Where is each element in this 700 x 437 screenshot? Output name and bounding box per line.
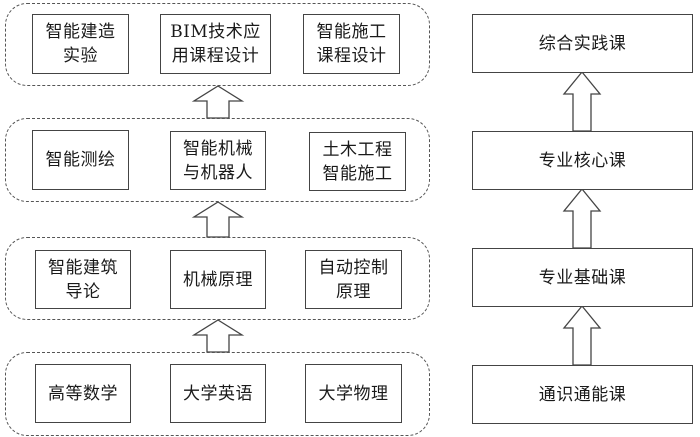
course-box: 智能施工 课程设计	[303, 14, 400, 74]
arrow-up-icon	[191, 85, 245, 119]
course-box: 土木工程 智能施工	[309, 132, 406, 191]
course-box: 智能测绘	[32, 130, 129, 190]
course-label: 智能机械 与机器人	[183, 138, 253, 183]
arrow-up-icon	[191, 319, 245, 353]
course-label: 机械原理	[183, 269, 253, 290]
stage-box-core: 专业核心课	[472, 131, 693, 190]
course-box: 智能建筑 导论	[35, 250, 131, 309]
stage-box-foundation: 专业基础课	[472, 248, 693, 307]
course-label: 智能建造 实验	[45, 22, 116, 66]
course-group-general	[5, 352, 430, 436]
course-box: 机械原理	[170, 250, 266, 309]
course-label: 智能建筑 导论	[48, 257, 118, 302]
course-label: 智能施工 课程设计	[316, 22, 387, 66]
course-box: 自动控制 原理	[305, 250, 402, 309]
course-label: 智能测绘	[45, 150, 116, 170]
course-box: 高等数学	[35, 364, 131, 423]
stage-label: 综合实践课	[538, 33, 627, 54]
arrow-up-icon	[562, 304, 602, 366]
course-label: 高等数学	[48, 383, 118, 404]
stage-box-general: 通识通能课	[472, 365, 693, 424]
stage-label: 通识通能课	[538, 384, 627, 405]
course-group-practice	[5, 3, 430, 86]
course-label: 自动控制 原理	[318, 257, 389, 302]
course-box: BIM技术应 用课程设计	[160, 14, 271, 74]
course-label: 大学英语	[183, 383, 253, 404]
stage-label: 专业基础课	[538, 267, 627, 288]
course-label: 大学物理	[318, 383, 389, 404]
course-label: 土木工程 智能施工	[322, 139, 393, 184]
course-group-core	[5, 118, 430, 202]
course-box: 大学物理	[305, 364, 402, 423]
course-box: 大学英语	[170, 364, 266, 423]
arrow-up-icon	[562, 187, 602, 249]
stage-box-practice: 综合实践课	[472, 14, 693, 73]
course-group-foundation	[5, 237, 430, 320]
arrow-up-icon	[562, 70, 602, 132]
arrow-up-icon	[191, 201, 245, 238]
stage-label: 专业核心课	[538, 150, 627, 171]
course-label: BIM技术应 用课程设计	[170, 22, 261, 66]
course-box: 智能建造 实验	[32, 14, 129, 74]
course-box: 智能机械 与机器人	[170, 131, 266, 190]
